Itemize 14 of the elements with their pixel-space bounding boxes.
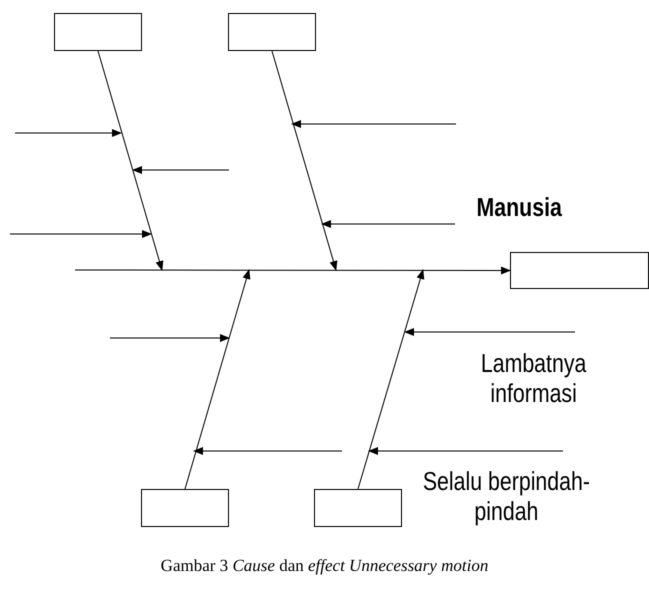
empty-box	[314, 489, 402, 527]
empty-box	[54, 13, 142, 51]
empty-box	[141, 489, 229, 527]
spine-arrow	[74, 266, 511, 274]
empty-box	[228, 13, 316, 51]
bone-arrow	[358, 269, 424, 490]
bone-arrow	[272, 50, 338, 271]
caption: Gambar 3 Cause dan effect Unnecessary motion	[160, 556, 490, 576]
bone-arrow	[98, 50, 164, 271]
cause-label: Lambatnya informasi	[480, 348, 588, 408]
cause-label: Manusia	[476, 192, 563, 222]
empty-box	[510, 252, 649, 289]
bone-arrow	[184, 269, 250, 490]
cause-label: Selalu berpindah-pindah	[422, 466, 591, 526]
